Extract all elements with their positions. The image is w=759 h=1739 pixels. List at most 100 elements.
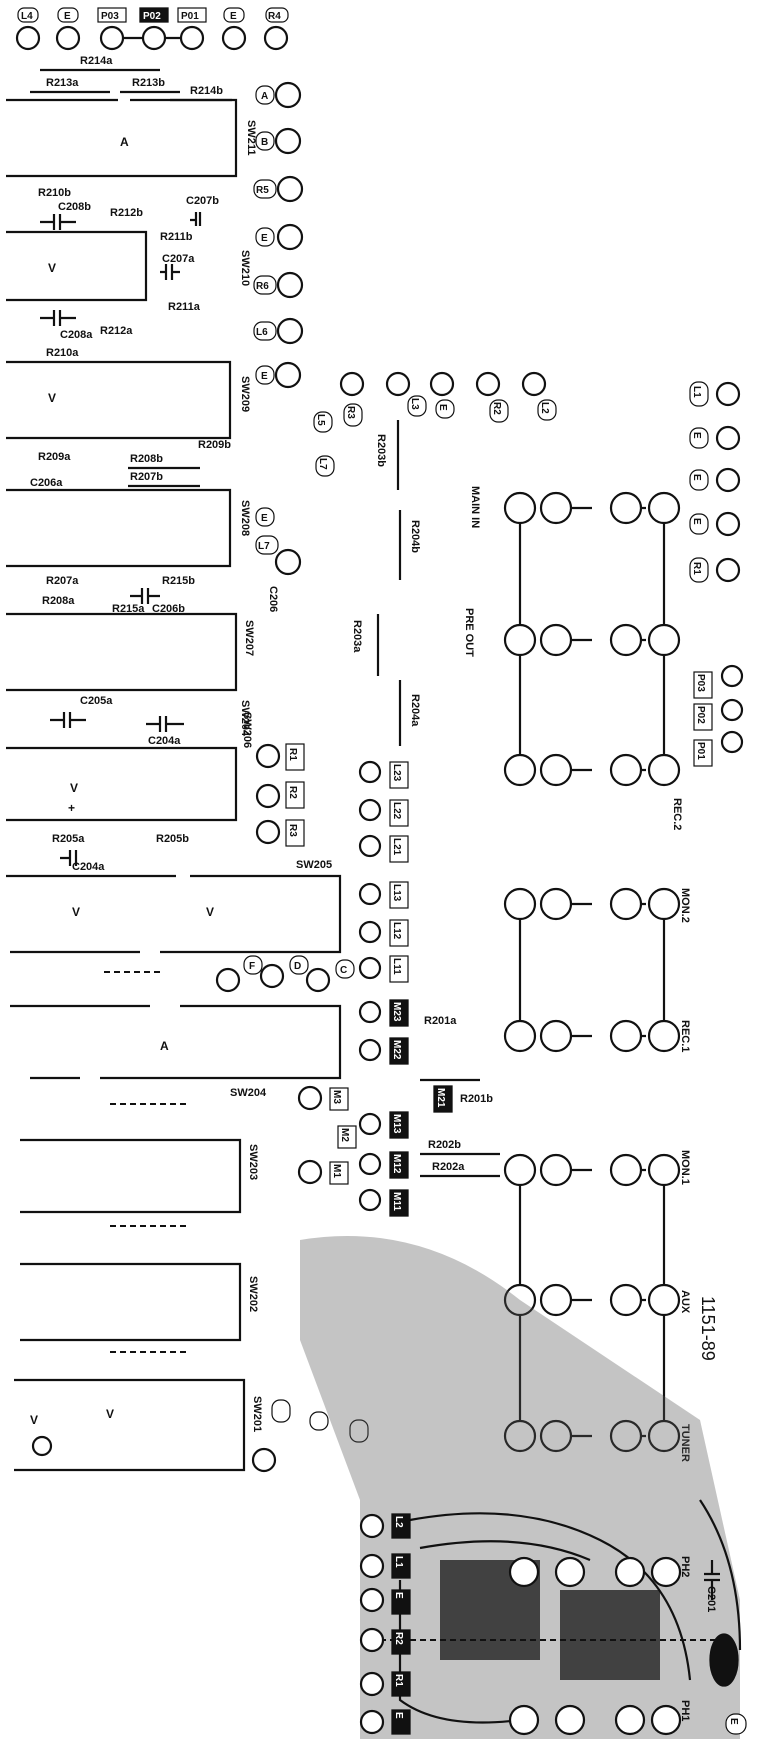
terminal-tag (313, 411, 333, 433)
switch-label: SW209 (239, 376, 251, 412)
terminal-label: M21 (435, 1088, 446, 1108)
terminal-tag (433, 1085, 453, 1113)
terminal-tag (271, 1399, 291, 1423)
solder-pad (215, 967, 241, 993)
jack-pad (539, 887, 573, 921)
jack-pad (554, 1556, 586, 1588)
capacitor-symbol (130, 588, 160, 604)
terminal-label: E (393, 1712, 404, 1719)
terminal-tag (315, 455, 335, 477)
terminal-tag (329, 1161, 349, 1185)
terminal-label: P02 (695, 706, 706, 724)
jack-pad (614, 1704, 646, 1736)
switch-outline (10, 1004, 342, 1080)
solder-pad (276, 175, 304, 203)
right-terminals: L1 E E E R1 P03 P02 P01 (689, 381, 744, 767)
switch-mark: V (48, 261, 56, 275)
jack-pad (647, 1019, 681, 1053)
terminal-tag (255, 535, 279, 555)
terminal-tag (389, 1037, 409, 1065)
terminal-label: R5 (256, 185, 269, 196)
terminal-label: E (691, 474, 702, 481)
jack-pad (647, 623, 681, 657)
terminal-tag (253, 275, 277, 295)
switch-outline (6, 874, 342, 954)
terminal-tag (349, 1419, 369, 1443)
solder-pad (55, 25, 81, 51)
solder-pad (358, 834, 382, 858)
terminal-tag (253, 179, 277, 199)
jack-pad (647, 1153, 681, 1187)
resistor-label: R203a (351, 620, 363, 653)
terminal-tag (537, 399, 557, 421)
terminal-tag (489, 399, 509, 423)
terminal-label: R2 (491, 402, 502, 415)
terminal-tag (389, 1189, 409, 1217)
resistor-label: R205a (52, 833, 85, 845)
capacitor-label: C206 (267, 586, 279, 612)
terminal-tag (389, 761, 409, 789)
jack-pad (539, 753, 573, 787)
terminal-label: E (261, 371, 268, 382)
terminal-label: A (261, 91, 268, 102)
terminal-tag (17, 7, 39, 23)
solder-pad (358, 1152, 382, 1176)
resistor-label: R212b (110, 207, 143, 219)
terminal-label: M2 (339, 1128, 350, 1142)
terminal-tag (391, 1513, 411, 1539)
switch-mark: V (106, 1407, 114, 1421)
resistor-label: R211a (168, 301, 201, 313)
switch-label: SW202 (247, 1276, 259, 1312)
switch-label: SW211 (245, 120, 257, 155)
solder-pad (521, 371, 547, 397)
switch-mark-plus: + (68, 801, 75, 815)
solder-pad (715, 467, 741, 493)
terminal-tag (693, 739, 713, 767)
terminal-label: M3 (331, 1090, 342, 1104)
capacitor-symbol (190, 212, 202, 226)
terminal-label: C (340, 965, 347, 976)
terminal-label: F (249, 961, 255, 972)
resistor-label: R215b (162, 575, 195, 587)
terminal-label: E (393, 1592, 404, 1599)
solder-pad (358, 798, 382, 822)
resistor-label: R209b (198, 439, 231, 451)
copper-area (560, 1590, 660, 1680)
switch-label: SW208 (239, 500, 251, 536)
jack-label: PRE OUT (463, 608, 475, 657)
terminal-tag (391, 1629, 411, 1655)
phono-trace (398, 1499, 742, 1724)
board-code: 1151-89 (698, 1296, 718, 1361)
solder-pad (359, 1709, 385, 1735)
terminal-label: E (261, 233, 268, 244)
switch-label: SW203 (247, 1144, 259, 1180)
switch-outline (20, 1262, 242, 1342)
jack-pad (508, 1704, 540, 1736)
switch-outline (6, 98, 238, 178)
solder-pad (297, 1159, 323, 1185)
terminal-tag (391, 1589, 411, 1615)
jack-pad (503, 1419, 537, 1453)
switch-mark: V (70, 781, 78, 795)
solder-pad (255, 819, 281, 845)
jack-trace (518, 902, 666, 1038)
terminal-tag (255, 365, 275, 385)
terminal-label: R1 (393, 1674, 404, 1687)
solder-pad (358, 882, 382, 906)
resistor-label: R213b (132, 77, 165, 89)
switch-outline (6, 488, 232, 568)
terminal-label: M13 (391, 1114, 402, 1134)
terminal-label: R4 (268, 11, 281, 22)
terminal-label: E (691, 432, 702, 439)
resistor-label: R210b (38, 187, 71, 199)
jack-label: MON.2 (679, 888, 691, 923)
jack-label: MAIN IN (469, 486, 481, 528)
resistor-label: R208a (42, 595, 75, 607)
jack-pad (609, 1019, 643, 1053)
terminal-label: M12 (391, 1154, 402, 1174)
terminal-label: R6 (256, 281, 269, 292)
solder-pad (715, 425, 741, 451)
solder-pad (358, 1112, 382, 1136)
solder-pad (720, 664, 744, 688)
solder-pad (358, 760, 382, 784)
